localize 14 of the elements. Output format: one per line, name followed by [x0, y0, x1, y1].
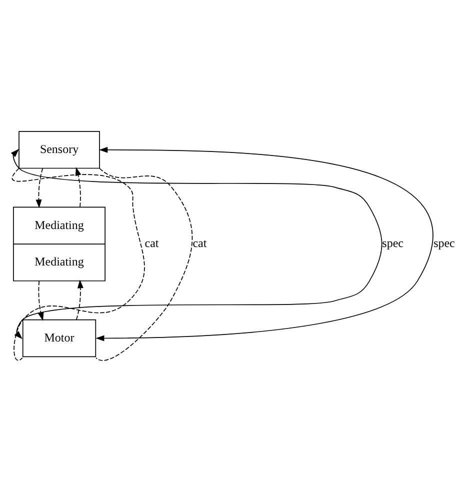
arrow [10, 148, 382, 339]
edge-label: cat [192, 236, 207, 250]
connector [12, 167, 145, 360]
arrow [38, 280, 44, 320]
arrow [76, 279, 84, 320]
arrow [75, 166, 82, 207]
node-box: Sensory [18, 130, 100, 168]
edge-label: spec [382, 236, 404, 250]
arrow [96, 146, 433, 341]
edge-label: spec [434, 236, 455, 250]
edge-label: cat [144, 236, 159, 250]
arrow [36, 167, 44, 208]
node-box: Motor [22, 318, 96, 357]
connector [96, 167, 193, 360]
